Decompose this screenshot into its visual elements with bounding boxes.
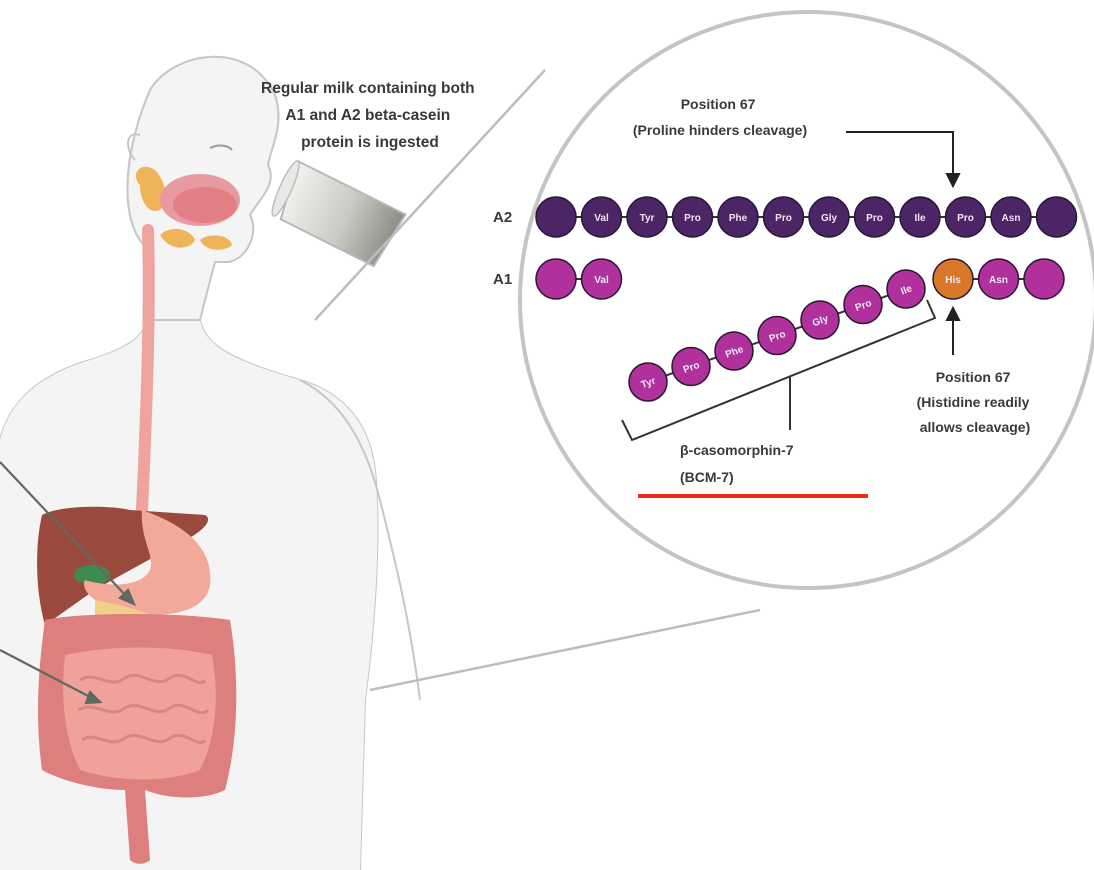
- amino-acid-bead: [580, 258, 623, 300]
- caption-line-2: A1 and A2 beta-casein: [285, 107, 450, 124]
- amino-acid-bead: [757, 315, 797, 356]
- a1-annotation-line-2: (Histidine readily: [917, 394, 1030, 410]
- amino-acid-bead: [714, 331, 754, 371]
- a2-annotation-line-2: (Proline hinders cleavage): [633, 122, 807, 138]
- amino-acid-label: Asn: [989, 275, 1008, 286]
- small-intestine-icon: [63, 647, 216, 780]
- amino-acid-bead: [628, 362, 668, 402]
- a1-peptide-chain-right: His Asn: [932, 258, 1065, 300]
- a1-annotation-line-1: Position 67: [936, 369, 1011, 385]
- amino-acid-bead: [808, 196, 850, 238]
- caption-line-1: Regular milk containing both: [261, 80, 475, 97]
- a2-annotation-arrow: [846, 131, 961, 189]
- amino-acid-label: Tyr: [640, 376, 658, 391]
- amino-acid-label: Asn: [1002, 213, 1021, 224]
- amino-acid-bead: [762, 196, 805, 238]
- bcm7-bracket: [621, 299, 937, 442]
- a2-annotation-line-1: Position 67: [681, 96, 756, 112]
- amino-acid-label: Phe: [729, 213, 748, 224]
- amino-acid-bead: [1035, 196, 1078, 238]
- bcm7-underline: [638, 494, 868, 498]
- oral-cavity-icon: [135, 166, 240, 250]
- amino-acid-label: Tyr: [640, 213, 655, 224]
- amino-acid-bead: [990, 196, 1032, 238]
- amino-acid-bead: [944, 196, 987, 238]
- milk-glass-icon: [271, 159, 407, 268]
- intestine-folds: [77, 673, 210, 744]
- amino-acid-label: Pro: [768, 329, 787, 345]
- amino-acid-bead: [800, 300, 840, 340]
- amino-acid-bead: [717, 196, 759, 238]
- a2-row-label: A2: [493, 209, 512, 226]
- bcm7-label-line-1: β-casomorphin-7: [680, 442, 794, 458]
- a1-position-annotation: Position 67 (Histidine readily allows cl…: [917, 369, 1034, 435]
- amino-acid-bead: [671, 196, 714, 238]
- esophagus-icon: [136, 224, 155, 516]
- a1-annotation-line-3: allows cleavage): [920, 419, 1031, 435]
- zoom-circle-icon: [518, 10, 1094, 590]
- stomach-icon: [84, 510, 211, 615]
- amino-acid-bead: [886, 269, 926, 309]
- amino-acid-label: Val: [594, 275, 609, 286]
- amino-acid-bead: [626, 196, 668, 238]
- amino-acid-label: Pro: [775, 213, 792, 224]
- amino-acid-bead: [535, 196, 577, 238]
- amino-acid-bead: [843, 284, 883, 325]
- bcm7-label: β-casomorphin-7 (BCM-7): [680, 442, 797, 485]
- amino-acid-bead: [977, 258, 1020, 300]
- amino-acid-label: Val: [594, 213, 609, 224]
- a1-annotation-arrow: [945, 305, 961, 355]
- amino-acid-label: Gly: [821, 213, 838, 224]
- a2-peptide-chain: Val Tyr Pro Phe Pro Gly Pro Ile Pro Asn: [535, 196, 1078, 238]
- amino-acid-label: Pro: [854, 298, 873, 314]
- amino-acid-label: Ile: [899, 283, 914, 297]
- zoom-connector-lines: [314, 69, 761, 692]
- a1-peptide-chain-left: Val: [535, 258, 623, 300]
- amino-acid-label: Pro: [684, 213, 701, 224]
- a2-position-annotation: Position 67 (Proline hinders cleavage): [633, 96, 807, 138]
- amino-acid-bead: [535, 258, 577, 300]
- amino-acid-label: Ile: [914, 213, 926, 224]
- amino-acid-bead: [932, 258, 974, 300]
- amino-acid-bead: [580, 196, 623, 238]
- bcm7-label-line-2: (BCM-7): [680, 469, 734, 485]
- a1-row-label: A1: [493, 271, 512, 288]
- amino-acid-bead: [671, 346, 711, 387]
- ingestion-caption: Regular milk containing both A1 and A2 b…: [261, 80, 479, 151]
- caption-line-3: protein is ingested: [301, 134, 439, 151]
- amino-acid-label: Pro: [866, 213, 883, 224]
- amino-acid-label: His: [945, 275, 961, 286]
- amino-acid-bead: [899, 196, 941, 238]
- amino-acid-label: Pro: [682, 360, 701, 376]
- amino-acid-label: Gly: [811, 313, 830, 329]
- amino-acid-label: Pro: [957, 213, 974, 224]
- pointer-arrows: [0, 461, 137, 705]
- amino-acid-bead: [853, 196, 896, 238]
- amino-acid-bead: [1023, 258, 1065, 300]
